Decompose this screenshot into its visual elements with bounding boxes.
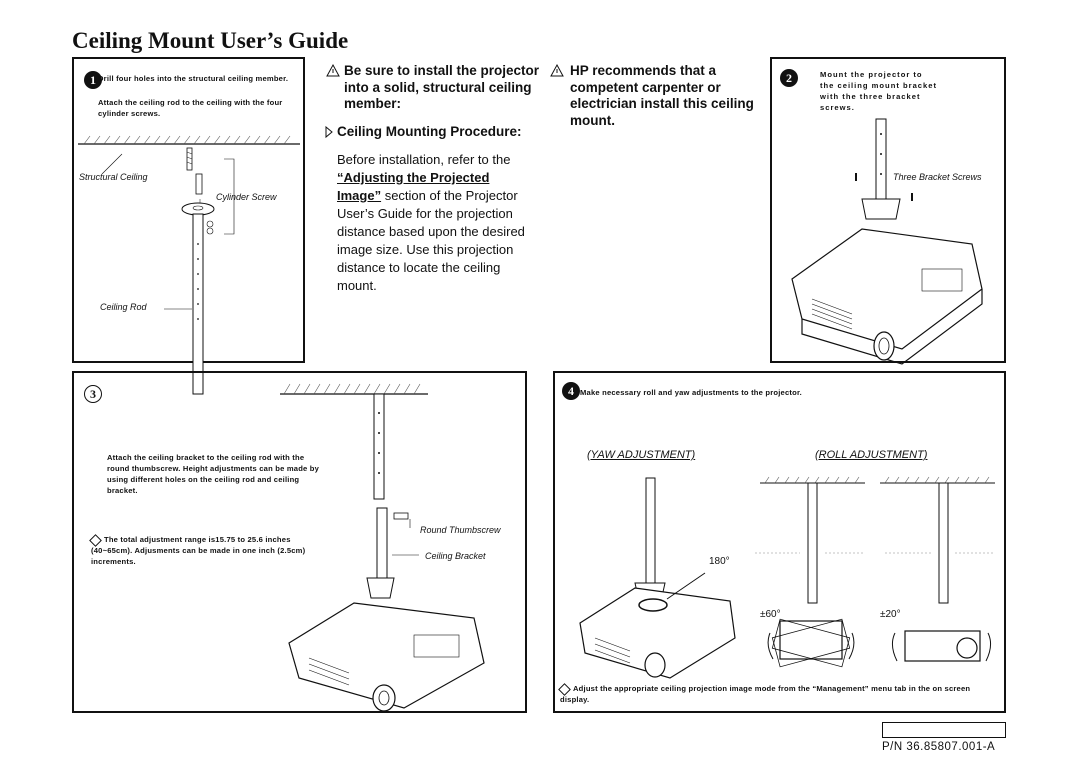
part-number: P/N 36.85807.001-A bbox=[882, 741, 996, 753]
step3-text: Attach the ceiling bracket to the ceilin… bbox=[107, 453, 320, 495]
step3-note: The total adjustment range is15.75 to 25… bbox=[89, 533, 316, 567]
step1-text-attach: Attach the ceiling rod to the ceiling wi… bbox=[98, 98, 283, 118]
part-number-box bbox=[882, 722, 1006, 738]
step1-text-drill: Drill four holes into the structural cei… bbox=[98, 74, 289, 83]
angle-60-label: ±60° bbox=[760, 609, 781, 620]
procedure-heading: Ceiling Mounting Procedure: bbox=[337, 124, 522, 139]
step1-panel: 1 Drill four holes into the structural c… bbox=[72, 57, 305, 395]
step1-number: 1 bbox=[84, 71, 102, 89]
step4-panel: 4 Make necessary roll and yaw adjustment… bbox=[553, 371, 1006, 713]
step4-number: 4 bbox=[562, 382, 580, 400]
warning-solid-ceiling: Be sure to install the projector into a … bbox=[344, 63, 540, 111]
label-round-thumbscrew: Round Thumbscrew bbox=[420, 525, 501, 535]
step3-projector-illustration bbox=[280, 383, 485, 712]
label-ceiling-rod: Ceiling Rod bbox=[100, 302, 147, 312]
step2-number: 2 bbox=[780, 69, 798, 87]
step4-text: Make necessary roll and yaw adjustments … bbox=[580, 388, 802, 397]
step1-ceiling-rod-illustration bbox=[78, 135, 300, 395]
step3-panel: 3 Attach the ceiling bracket to the ceil… bbox=[72, 371, 527, 713]
angle-180-label: 180° bbox=[709, 556, 730, 567]
diamond-bullet-icon bbox=[558, 682, 571, 696]
warning-installer: HP recommends that a competent carpenter… bbox=[570, 63, 754, 128]
page-title: Ceiling Mount User’s Guide bbox=[72, 28, 349, 53]
step2-text: Mount the projector to the ceiling mount… bbox=[820, 70, 937, 112]
label-ceiling-bracket: Ceiling Bracket bbox=[425, 551, 486, 561]
step3-note-text: The total adjustment range is15.75 to 25… bbox=[91, 535, 306, 566]
procedure-text-after: section of the Projector User’s Guide fo… bbox=[337, 188, 525, 293]
step2-panel: 2 Mount the projector to the ceiling mou… bbox=[770, 57, 1006, 365]
step2-projector-illustration bbox=[791, 118, 983, 365]
warning-icon bbox=[326, 63, 340, 77]
angle-20-label: ±20° bbox=[880, 609, 901, 620]
warning-icon bbox=[550, 63, 564, 77]
step3-number: 3 bbox=[84, 385, 102, 403]
label-three-bracket-screws: Three Bracket Screws bbox=[893, 172, 982, 182]
step4-note-text: Adjust the appropriate ceiling projectio… bbox=[560, 684, 971, 704]
label-cylinder-screw: Cylinder Screw bbox=[216, 192, 277, 202]
step4-note: Adjust the appropriate ceiling projectio… bbox=[558, 682, 1000, 705]
procedure-text: Before installation, refer to the “Adjus… bbox=[337, 151, 537, 295]
procedure-text-before: Before installation, refer to the bbox=[337, 152, 511, 167]
yaw-adjustment-label: (YAW ADJUSTMENT) bbox=[587, 449, 696, 461]
step4-adjustment-illustration bbox=[579, 476, 995, 679]
procedure-link[interactable]: “Adjusting the Projected Image” bbox=[337, 170, 490, 203]
label-structural-ceiling: Structural Ceiling bbox=[79, 172, 148, 182]
roll-adjustment-label: (ROLL ADJUSTMENT) bbox=[815, 449, 928, 461]
caret-right-icon bbox=[325, 125, 333, 139]
